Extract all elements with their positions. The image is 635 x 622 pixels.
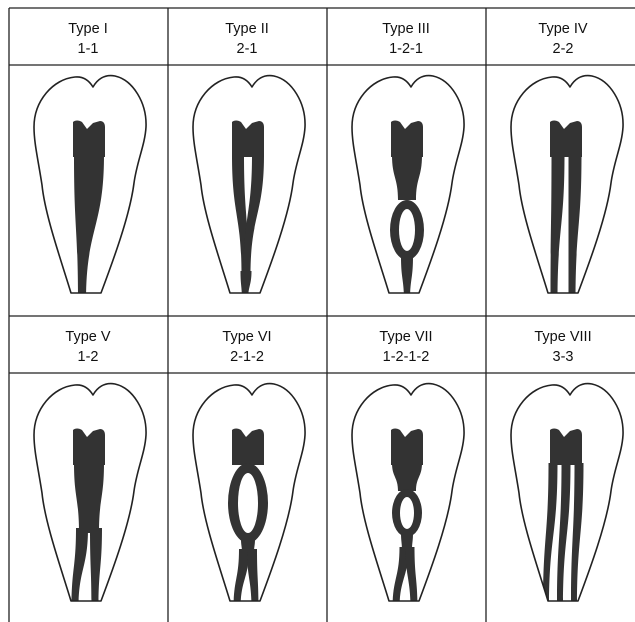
canal-segment — [406, 547, 418, 609]
root-canals — [391, 429, 423, 610]
config-label: 1-2-1-2 — [383, 349, 430, 365]
canal-segment — [550, 121, 582, 158]
tooth-4 — [511, 76, 623, 301]
cell-type-ii: Type II 2-1 — [225, 21, 269, 57]
canal-segment — [73, 429, 105, 466]
canal-segment — [401, 257, 413, 301]
cell-type-viii: Type VIII 3-3 — [534, 329, 591, 365]
canal-segment — [241, 271, 252, 301]
canal-segment — [392, 463, 422, 491]
canal-segment — [550, 429, 582, 466]
tooth-3 — [352, 76, 464, 301]
type-label: Type VIII — [534, 329, 591, 345]
grid-lines — [9, 8, 635, 622]
canal-segment — [228, 463, 268, 543]
cell-type-iv: Type IV 2-2 — [538, 21, 587, 57]
tooth-1 — [34, 76, 146, 301]
canal-segment — [234, 549, 250, 609]
type-label: Type II — [225, 21, 269, 37]
type-label: Type VII — [379, 329, 432, 345]
canal-segment — [392, 155, 422, 200]
root-canals — [73, 121, 105, 302]
canal-segment — [232, 121, 264, 158]
type-label: Type IV — [538, 21, 587, 37]
canal-segment — [90, 528, 102, 609]
root-canals — [228, 429, 268, 610]
canal-segment — [244, 155, 265, 275]
config-label: 1-2-1 — [389, 41, 423, 57]
type-label: Type III — [382, 21, 430, 37]
config-label: 2-1 — [237, 41, 258, 57]
root-canals — [390, 121, 424, 302]
config-label: 3-3 — [553, 349, 574, 365]
tooth-8 — [511, 384, 623, 609]
config-label: 2-1-2 — [230, 349, 264, 365]
tooth-outline — [511, 76, 623, 293]
root-canals — [550, 121, 582, 302]
cell-type-vii: Type VII 1-2-1-2 — [379, 329, 432, 365]
config-label: 2-2 — [553, 41, 574, 57]
canal-segment — [391, 429, 423, 466]
canal-segment — [72, 528, 89, 609]
canal-segment — [551, 155, 565, 301]
config-label: 1-2 — [78, 349, 99, 365]
cell-type-vi: Type VI 2-1-2 — [222, 329, 271, 365]
type-label: Type I — [68, 21, 108, 37]
canal-segment — [390, 200, 424, 260]
canal-segment — [73, 121, 105, 158]
canal-segment — [232, 429, 264, 466]
canal-segment — [74, 155, 104, 301]
tooth-5 — [34, 384, 146, 609]
cell-type-iii: Type III 1-2-1 — [382, 21, 430, 57]
canal-segment — [569, 155, 582, 301]
canal-segment — [557, 463, 571, 609]
cell-type-v: Type V 1-2 — [65, 329, 110, 365]
cell-type-i: Type I 1-1 — [68, 21, 108, 57]
tooth-2 — [193, 76, 305, 301]
canal-segment — [571, 463, 584, 609]
tooth-6 — [193, 384, 305, 609]
config-label: 1-1 — [78, 41, 99, 57]
root-canals — [72, 429, 106, 610]
root-canals — [232, 121, 264, 302]
canal-segment — [392, 489, 422, 537]
root-canals — [543, 429, 584, 610]
canal-segment — [391, 121, 423, 158]
canal-segment — [543, 463, 558, 609]
canal-segment — [74, 463, 104, 533]
canal-segment — [247, 549, 259, 609]
tooth-7 — [352, 384, 464, 609]
type-label: Type V — [65, 329, 110, 345]
type-label: Type VI — [222, 329, 271, 345]
